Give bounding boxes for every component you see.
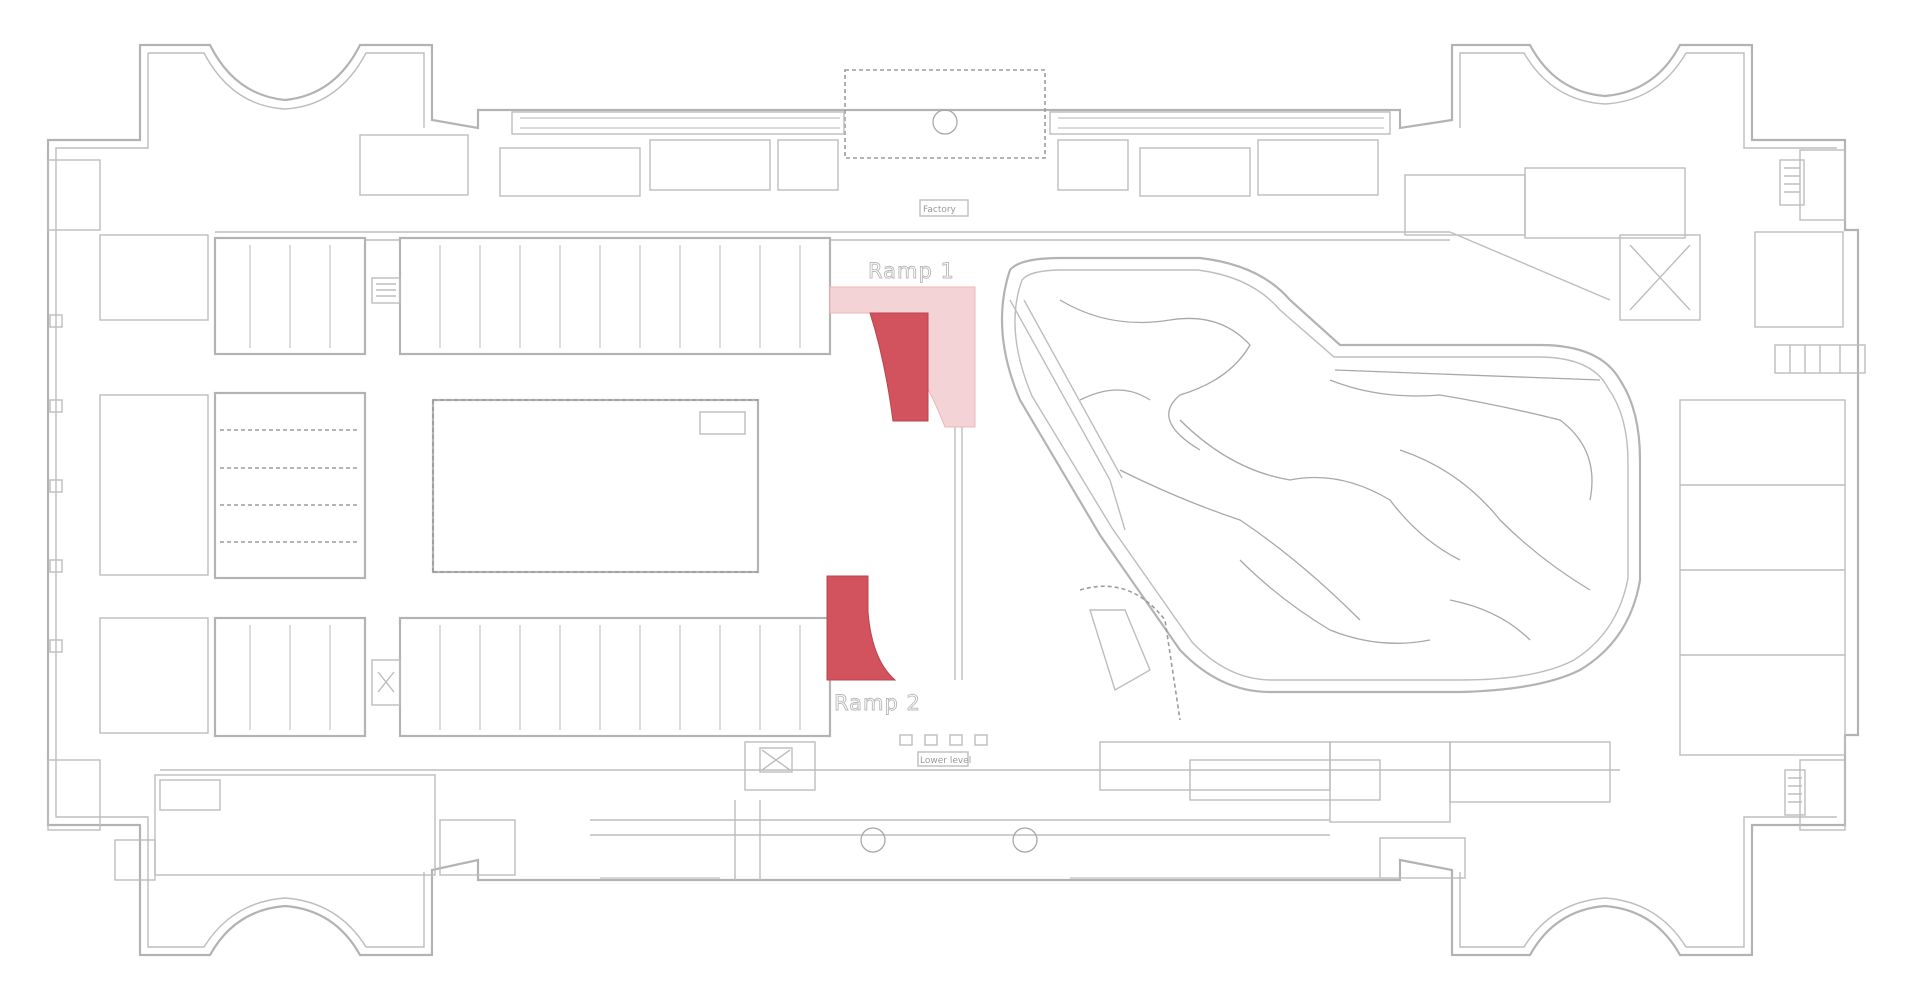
ramp-2-highlight <box>826 575 897 681</box>
west-windows <box>49 314 63 653</box>
south-arcade <box>600 734 1390 879</box>
south-corridor <box>160 769 1620 836</box>
north-rooms <box>359 134 1686 239</box>
atrium-outline <box>1000 256 1642 694</box>
kiosk-dash <box>1079 585 1181 721</box>
east-rooms <box>1619 149 1866 831</box>
parking-block-sw <box>213 616 367 738</box>
revolving-door-s <box>1012 827 1038 853</box>
north-arcade <box>511 111 1391 135</box>
parking-block-n <box>398 236 832 356</box>
west-rooms <box>47 159 221 881</box>
parking-block-s <box>398 616 832 738</box>
sign-north <box>919 199 969 217</box>
parking-block-w <box>213 391 367 580</box>
ramp-2-label: Ramp 2 <box>834 691 921 715</box>
atrium-walkway <box>1009 299 1126 531</box>
ramp-1-highlight <box>869 312 929 422</box>
revolving-door-north <box>932 109 958 135</box>
sign-south <box>917 751 969 767</box>
atrium-inner <box>1014 269 1629 681</box>
ramp-1[interactable]: Ramp 1 <box>829 259 976 428</box>
parking-block-nw <box>213 236 367 356</box>
ramp-2[interactable]: Ramp 2 <box>826 575 921 715</box>
parking-block-center <box>431 398 760 574</box>
sign-south-label: Lower level <box>920 756 971 766</box>
revolving-door-sw <box>860 827 886 853</box>
north-entrance <box>844 69 1046 159</box>
stairs-icons <box>371 159 1806 816</box>
east-diagonal <box>1449 231 1611 301</box>
ramp-1-label: Ramp 1 <box>868 259 955 283</box>
kiosk <box>1089 609 1151 692</box>
building-outline-inner <box>55 52 1837 948</box>
garden-paths <box>1059 299 1601 644</box>
sign-north-label: Factory <box>923 205 957 215</box>
south-rooms <box>154 741 1611 880</box>
